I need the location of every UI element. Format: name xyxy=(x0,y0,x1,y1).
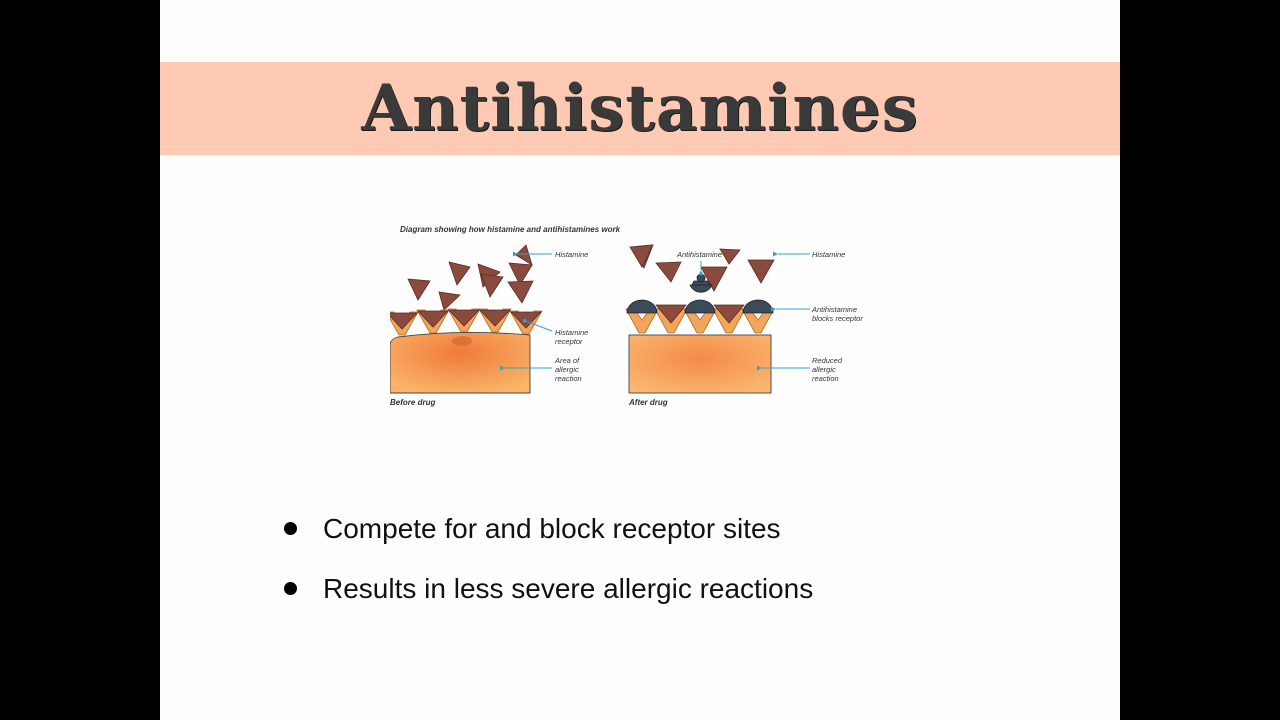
histamine-molecule xyxy=(719,248,741,265)
cell-body xyxy=(390,331,531,394)
label-histamine-after: Histamine xyxy=(812,250,845,259)
bullet-text: Results in less severe allergic reaction… xyxy=(323,573,814,604)
histamine-molecule xyxy=(629,244,654,268)
title-band: Antihistamines xyxy=(160,62,1120,155)
bound-antihistamine xyxy=(684,299,716,314)
bullet-item: Compete for and block receptor sites xyxy=(280,500,813,560)
diagram-caption: Diagram showing how histamine and antihi… xyxy=(400,225,621,234)
bound-histamine xyxy=(448,309,480,327)
histamine-molecule xyxy=(508,262,533,286)
label-area-1: Area of xyxy=(554,356,580,365)
bullet-list: Compete for and block receptor sites Res… xyxy=(280,500,813,620)
after-panel: Antihistamine Histamine Antihistamine bl… xyxy=(625,244,863,407)
label-area-3: reaction xyxy=(555,374,582,383)
before-panel: Histamine Histamine receptor Area of all… xyxy=(390,244,654,407)
histamine-molecule xyxy=(448,261,471,286)
bound-histamine xyxy=(479,309,511,327)
label-blocks-1: Antihistamine xyxy=(811,305,857,314)
label-receptor-1: Histamine xyxy=(555,328,588,337)
cell-body-after xyxy=(628,334,772,394)
bullet-text: Compete for and block receptor sites xyxy=(323,513,781,544)
histamine-molecule xyxy=(515,244,533,266)
bound-histamine xyxy=(390,312,418,330)
bullet-dot-icon xyxy=(284,582,297,595)
histamine-molecule xyxy=(747,259,775,284)
label-reduced-1: Reduced xyxy=(812,356,843,365)
histamine-molecule xyxy=(407,278,431,301)
bound-histamine xyxy=(713,304,745,324)
histamine-molecule xyxy=(655,261,682,283)
slide-title: Antihistamines xyxy=(361,71,919,146)
slide: Antihistamines Diagram showing how hista… xyxy=(160,0,1120,720)
label-reduced-2: allergic xyxy=(812,365,836,374)
antihistamine-molecule xyxy=(689,280,713,293)
histamine-diagram: Diagram showing how histamine and antihi… xyxy=(390,225,863,407)
label-antihistamine: Antihistamine xyxy=(676,250,722,259)
label-reduced-3: reaction xyxy=(812,374,839,383)
label-receptor-2: receptor xyxy=(555,337,583,346)
label-area-2: allergic xyxy=(555,365,579,374)
bullet-item: Results in less severe allergic reaction… xyxy=(280,560,813,620)
histamine-molecule xyxy=(507,280,534,304)
label-histamine: Histamine xyxy=(555,250,588,259)
bullet-dot-icon xyxy=(284,522,297,535)
histamine-molecule xyxy=(480,273,504,298)
panel-label-before: Before drug xyxy=(390,398,435,407)
histamine-molecule xyxy=(438,291,461,311)
panel-label-after: After drug xyxy=(628,398,668,407)
bound-antihistamine xyxy=(742,299,774,314)
arrow-receptor xyxy=(522,317,553,332)
bound-antihistamine xyxy=(626,299,658,314)
label-blocks-2: blocks receptor xyxy=(812,314,863,323)
bound-histamine xyxy=(655,304,687,324)
bound-histamine xyxy=(417,310,449,328)
histamine-molecule xyxy=(700,266,728,292)
